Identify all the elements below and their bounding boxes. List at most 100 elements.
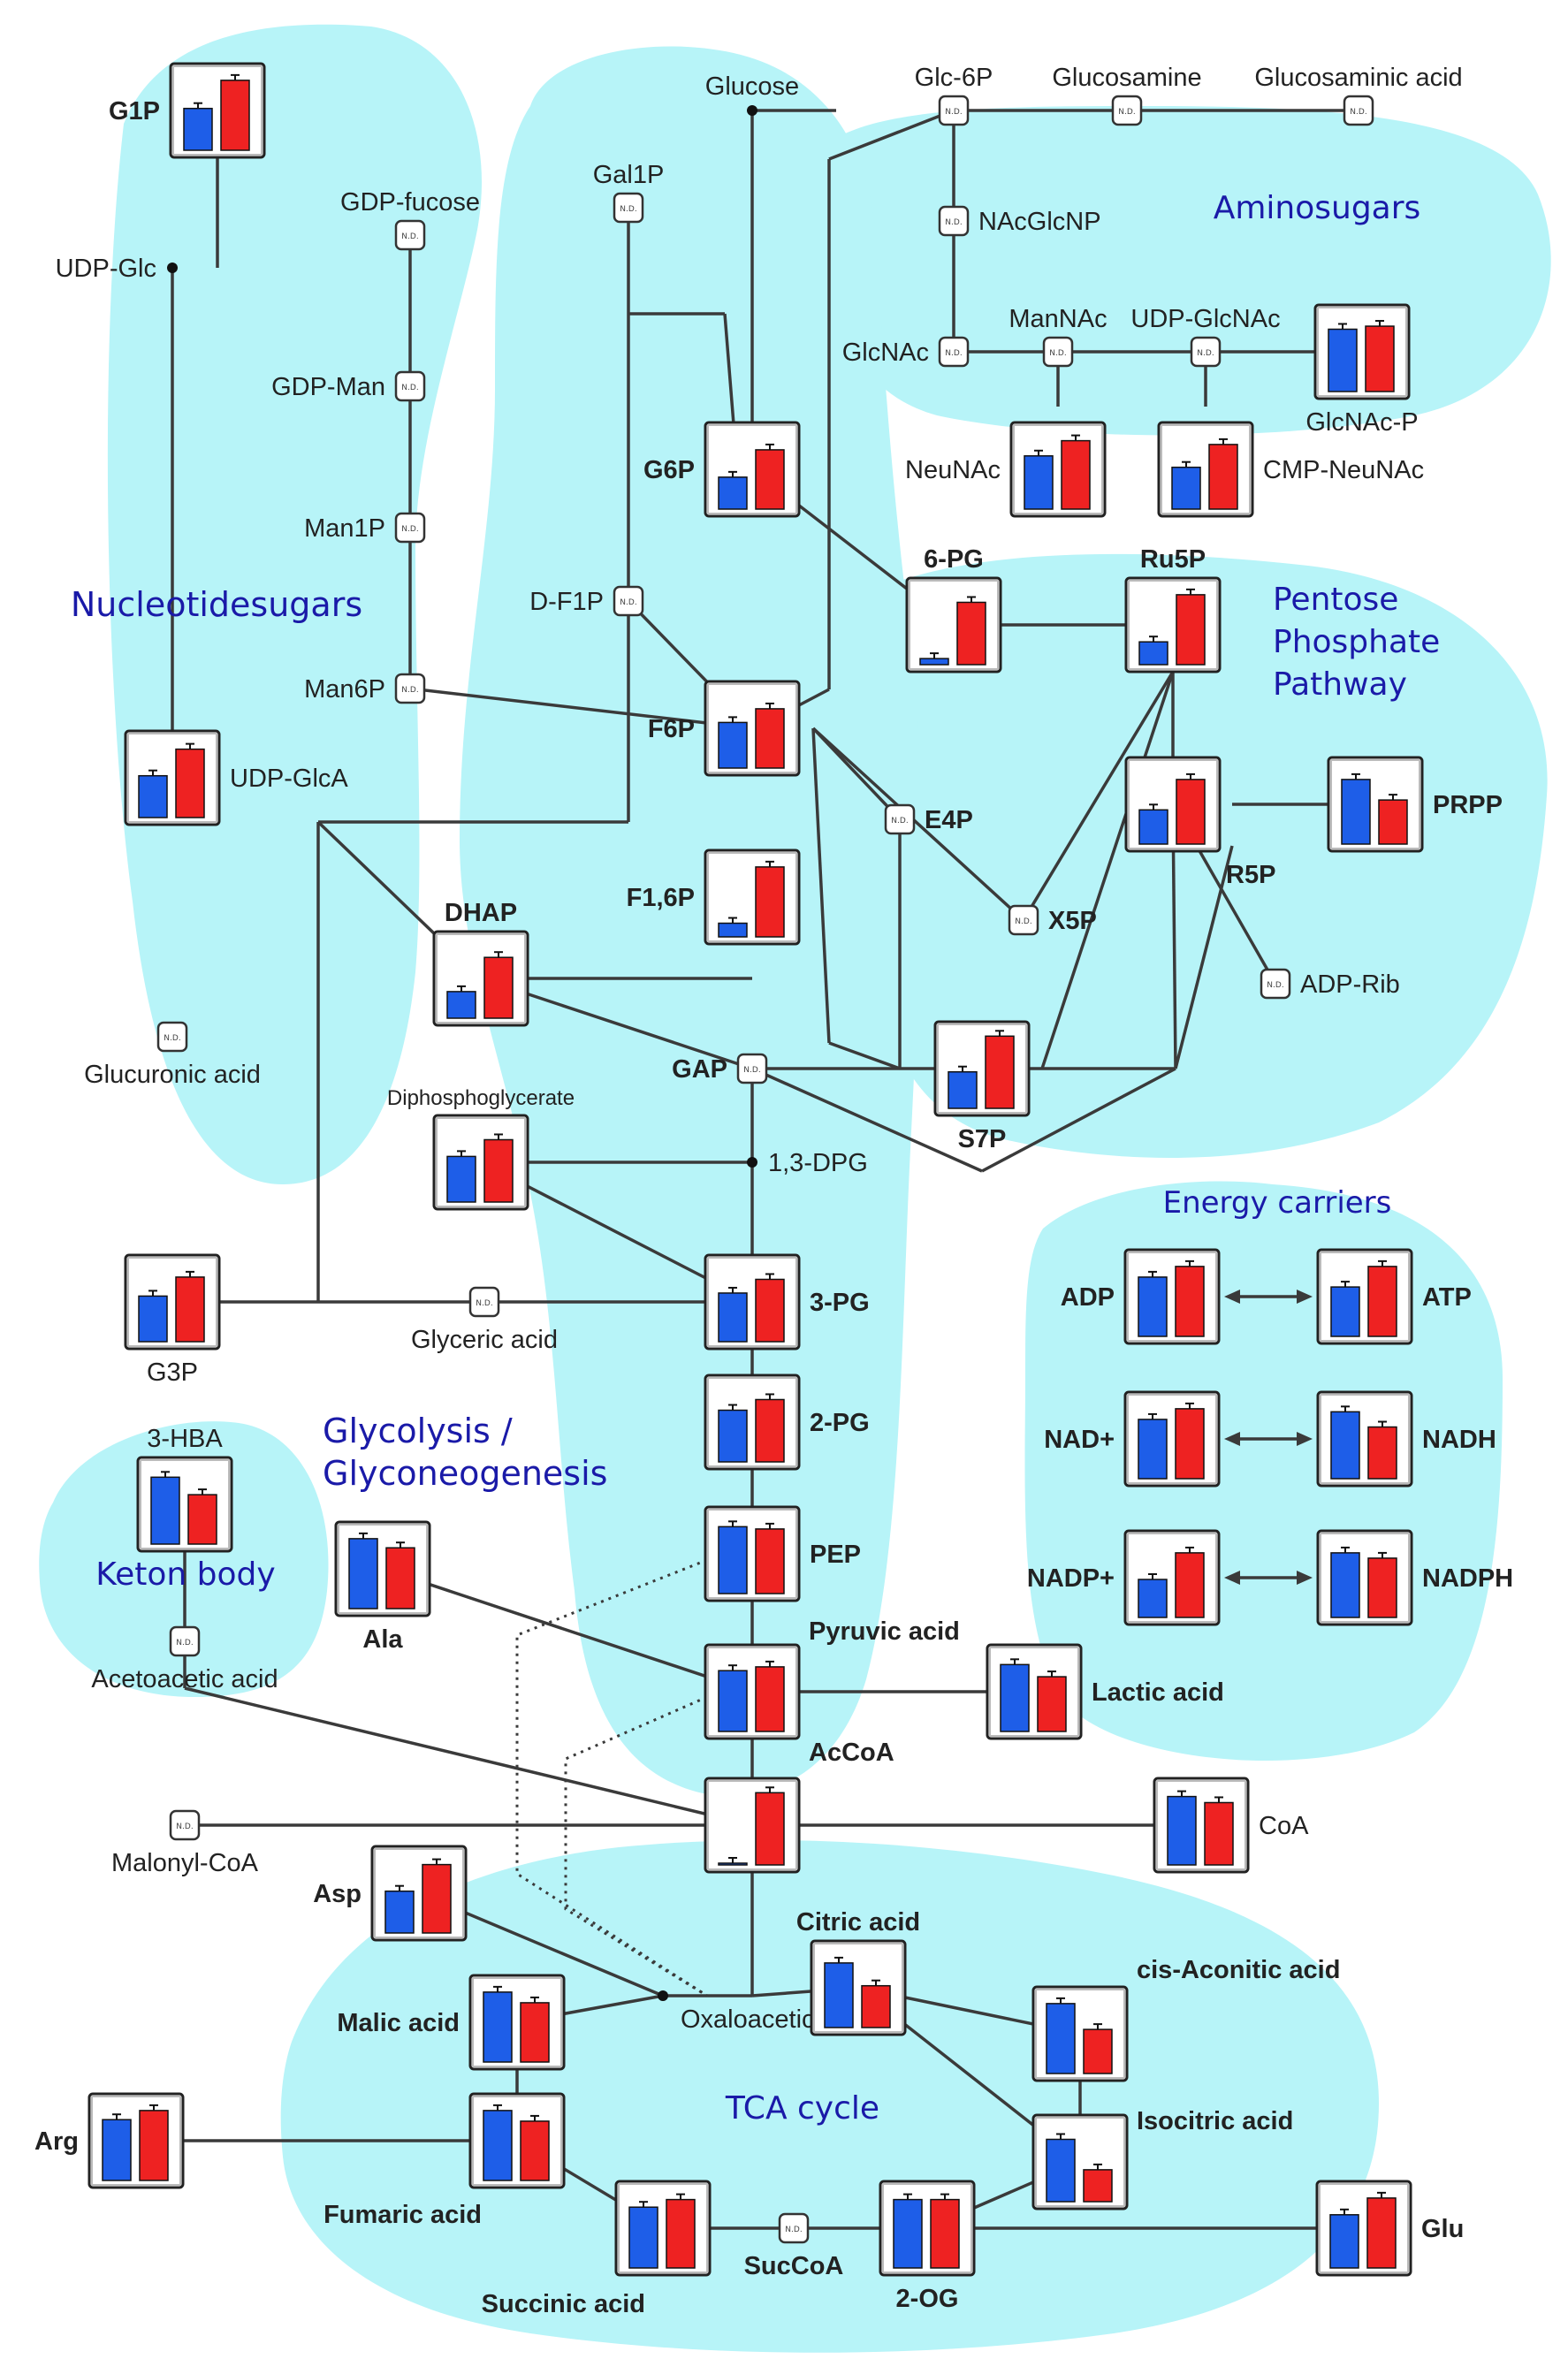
nd-box xyxy=(778,2212,810,2244)
metabolite-nadh: NADH xyxy=(1316,1390,1496,1488)
bar-treated xyxy=(755,449,785,510)
nd-box xyxy=(1042,336,1074,368)
metabolite-label: Diphosphoglycerate xyxy=(387,1086,575,1110)
bar-box-inner xyxy=(1320,1394,1410,1484)
metabolite-label: Isocitric acid xyxy=(1137,2107,1293,2135)
metabolite-succoa: N.D.SucCoA xyxy=(744,2212,843,2280)
nd-label: N.D. xyxy=(743,1066,760,1075)
bar-box-inner xyxy=(91,2096,181,2186)
region-energy xyxy=(1024,1181,1503,1762)
metabolite-r5p: R5P xyxy=(1124,756,1275,889)
bar-treated xyxy=(755,866,785,938)
metabolite-ala: Ala xyxy=(334,1520,431,1654)
bar-control xyxy=(718,721,748,769)
metabolite-g3p: G3P xyxy=(124,1253,221,1387)
bar-control xyxy=(948,1070,978,1109)
bar-control xyxy=(1138,1579,1168,1618)
bar-control xyxy=(102,2119,132,2181)
metabolite-label: R5P xyxy=(1226,861,1275,889)
bar-treated xyxy=(1367,1426,1397,1480)
metabolite-label: cis-Aconitic acid xyxy=(1137,1956,1340,1984)
bar-treated xyxy=(755,1528,785,1594)
region-aminosugars xyxy=(828,106,1551,436)
nd-box xyxy=(169,1625,201,1657)
bar-treated xyxy=(1175,1552,1205,1618)
bar-box-inner xyxy=(127,1257,217,1347)
metabolite-accoa: AcCoA xyxy=(704,1739,894,1874)
pathway-edge xyxy=(828,1041,901,1070)
region-label-ppp3: Pathway xyxy=(1273,666,1407,703)
metabolite-neunac: NeuNAc xyxy=(905,421,1107,518)
bar-treated xyxy=(755,1666,785,1732)
region-label-energy: Energy carriers xyxy=(1163,1185,1392,1221)
metabolite-label: Glucosaminic acid xyxy=(1254,64,1462,92)
pathway-edge xyxy=(811,727,902,821)
nd-box xyxy=(394,219,426,251)
metabolite-og2: 2-OG xyxy=(879,2180,976,2313)
bar-box-inner xyxy=(338,1524,428,1614)
bar-box-inner xyxy=(1127,1252,1217,1342)
metabolite-manac: N.D.ManNAc xyxy=(1009,305,1107,368)
metabolite-label: Succinic acid xyxy=(482,2290,645,2318)
nd-box xyxy=(884,803,916,835)
metabolite-arg: Arg xyxy=(34,2092,185,2189)
pathway-edge xyxy=(828,109,955,161)
bar-control xyxy=(138,774,168,818)
nd-box xyxy=(613,192,644,224)
pathway-edge xyxy=(751,1067,983,1173)
metabolite-label: GlcNAc xyxy=(842,339,929,367)
pathway-edge xyxy=(981,1067,1176,1173)
metabolite-f16p: F1,6P xyxy=(627,848,801,946)
bar-control xyxy=(446,1155,476,1203)
bar-control xyxy=(150,1476,180,1545)
bar-treated xyxy=(1367,1557,1397,1618)
region-label-tca: TCA cycle xyxy=(725,2090,879,2127)
bar-control xyxy=(1138,809,1168,845)
bar-treated xyxy=(187,1494,217,1545)
bar-treated xyxy=(175,748,205,818)
metabolite-cmpneunac: CMP-NeuNAc xyxy=(1157,421,1424,518)
metabolite-label: 1,3-DPG xyxy=(768,1149,868,1177)
bar-treated xyxy=(1083,2169,1113,2203)
nd-box xyxy=(394,370,426,402)
nd-box xyxy=(1008,904,1039,936)
pathway-edge xyxy=(382,1567,753,1693)
bar-treated xyxy=(385,1547,415,1609)
bar-box-inner xyxy=(1320,1533,1410,1623)
region-label-keton: Keton body xyxy=(95,1556,275,1593)
metabolite-label: ATP xyxy=(1422,1283,1472,1312)
metabolite-pep: PEP xyxy=(704,1505,861,1602)
nd-box xyxy=(156,1021,188,1053)
metabolite-label: Man6P xyxy=(304,675,385,704)
bar-box-inner xyxy=(707,1377,797,1467)
metabolite-g1p: G1P xyxy=(109,62,266,159)
metabolite-nacglcnp: N.D.NAcGlcNP xyxy=(938,205,1101,237)
bar-control xyxy=(919,658,949,666)
bar-box-inner xyxy=(1161,424,1251,514)
pathway-edge xyxy=(795,688,830,709)
nd-label: N.D. xyxy=(164,1034,180,1043)
bar-treated xyxy=(1175,1266,1205,1337)
metabolite-df1p: N.D.D-F1P xyxy=(529,585,644,617)
metabolite-label: NeuNAc xyxy=(905,456,1001,484)
metabolite-label: Ala xyxy=(362,1625,403,1654)
bar-box-inner xyxy=(1319,2183,1409,2273)
metabolite-g6p: G6P xyxy=(643,421,801,518)
bar-treated xyxy=(483,956,514,1019)
nd-label: N.D. xyxy=(401,384,418,392)
bar-box-inner xyxy=(989,1647,1079,1737)
bar-box-inner xyxy=(436,933,526,1024)
nd-box xyxy=(736,1053,768,1084)
bar-box-inner xyxy=(937,1024,1027,1114)
bar-control xyxy=(718,476,748,510)
metabolite-label: GDP-fucose xyxy=(340,188,480,217)
bar-treated xyxy=(755,708,785,769)
metabolite-ru5p: Ru5P xyxy=(1124,545,1222,673)
metabolite-label: Glyceric acid xyxy=(411,1326,558,1354)
metabolite-gap: N.D.GAP xyxy=(672,1053,768,1084)
arrow-head xyxy=(1224,1432,1240,1446)
metabolite-label: NADP+ xyxy=(1027,1564,1115,1593)
bar-control xyxy=(1329,2214,1359,2269)
pathway-edge xyxy=(1022,671,1175,921)
